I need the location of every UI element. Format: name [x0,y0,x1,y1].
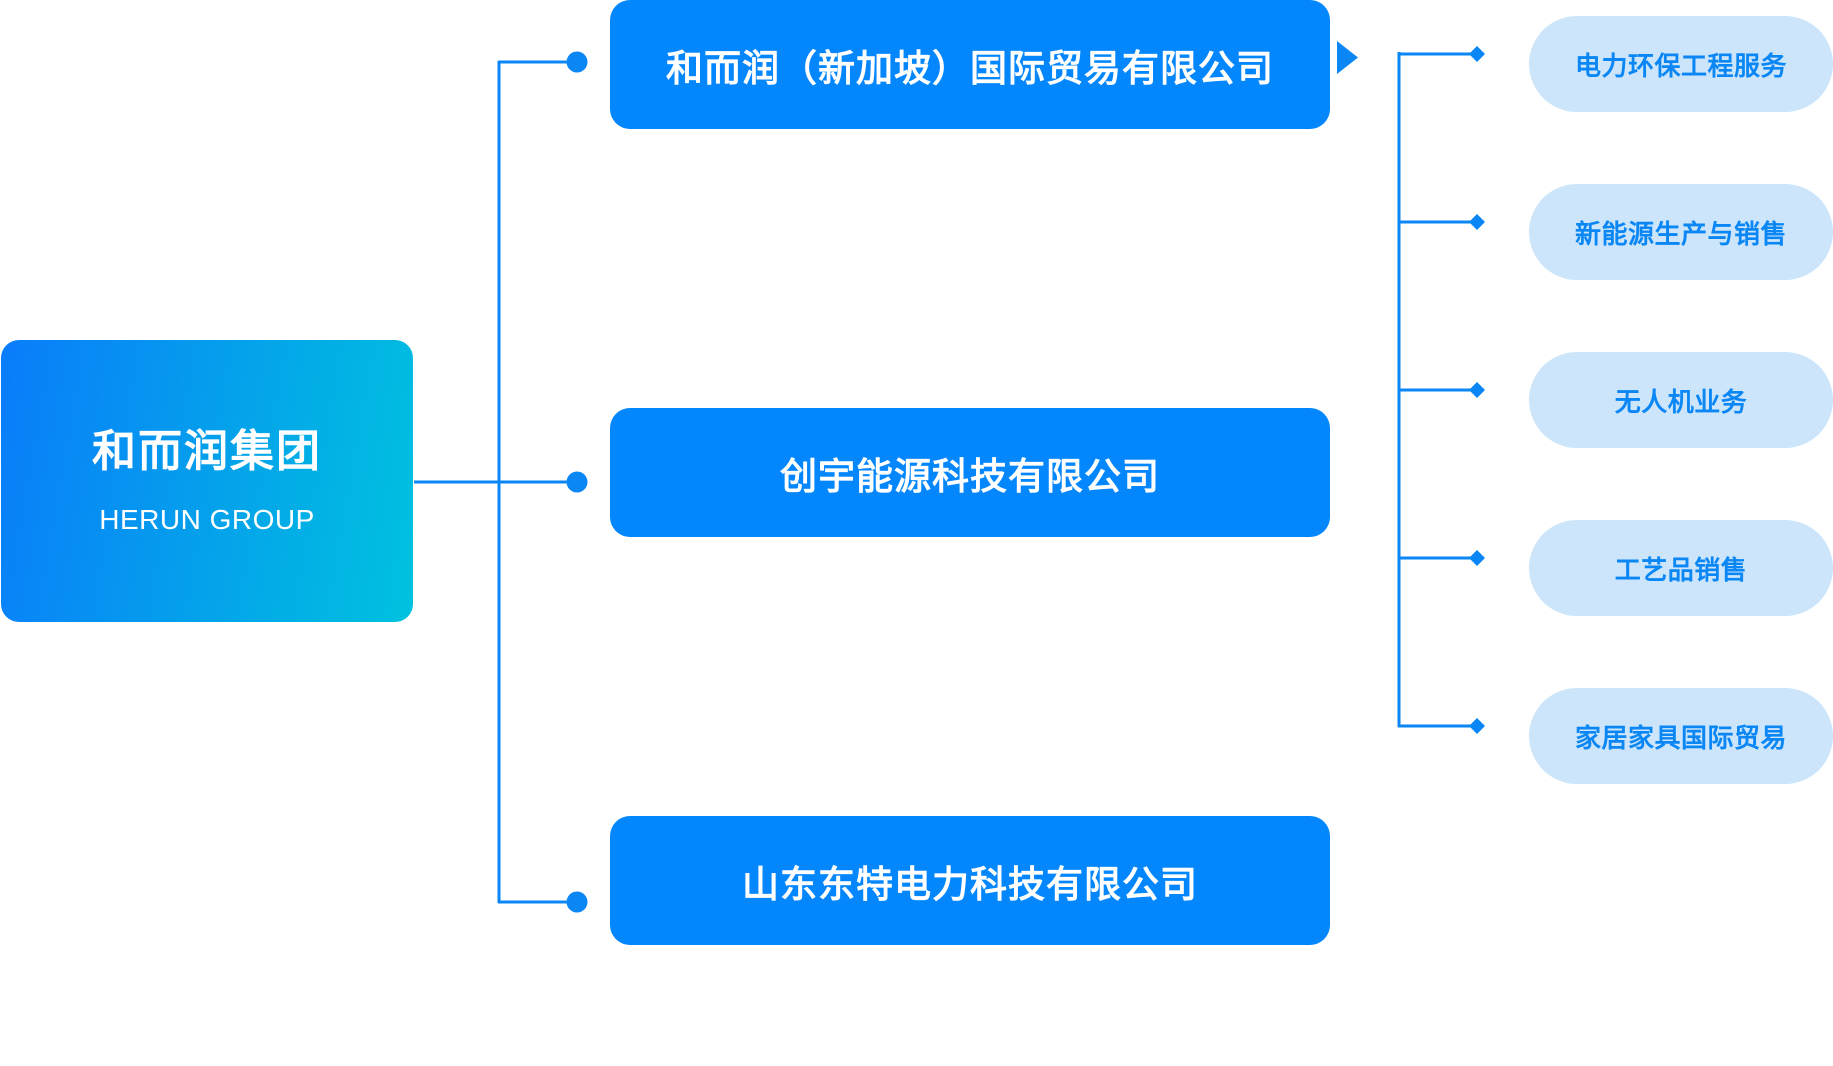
branch-dot-2 [566,471,588,493]
business-label: 新能源生产与销售 [1574,219,1787,250]
business-label: 电力环保工程服务 [1574,51,1787,82]
company-name: 山东东特电力科技有限公司 [742,862,1198,906]
diamond-marker-icon [1469,382,1485,398]
company-node-singapore[interactable]: 和而润（新加坡）国际贸易有限公司 [610,0,1330,129]
branch-dot-3 [566,891,588,913]
company-name: 创宇能源科技有限公司 [780,454,1160,498]
expand-arrow-icon[interactable] [1337,41,1358,74]
business-pill[interactable]: 新能源生产与销售 [1529,184,1833,280]
group-title: 和而润集团 [92,426,322,477]
diamond-marker-icon [1469,46,1485,62]
business-label: 无人机业务 [1614,387,1748,418]
business-pill[interactable]: 工艺品销售 [1529,520,1833,616]
business-pill[interactable]: 家居家具国际贸易 [1529,688,1833,784]
diamond-marker-icon [1469,550,1485,566]
diamond-marker-icon [1469,718,1485,734]
company-node-chuangyu[interactable]: 创宇能源科技有限公司 [610,408,1330,537]
business-label: 工艺品销售 [1614,555,1748,586]
business-label: 家居家具国际贸易 [1574,723,1787,754]
diamond-marker-icon [1469,214,1485,230]
branch-dot-1 [566,51,588,73]
business-pill[interactable]: 电力环保工程服务 [1529,16,1833,112]
company-node-dongte[interactable]: 山东东特电力科技有限公司 [610,816,1330,945]
business-pill[interactable]: 无人机业务 [1529,352,1833,448]
group-root-node[interactable]: 和而润集团 HERUN GROUP [1,340,413,622]
group-subtitle: HERUN GROUP [99,504,315,535]
company-name: 和而润（新加坡）国际贸易有限公司 [666,46,1274,90]
